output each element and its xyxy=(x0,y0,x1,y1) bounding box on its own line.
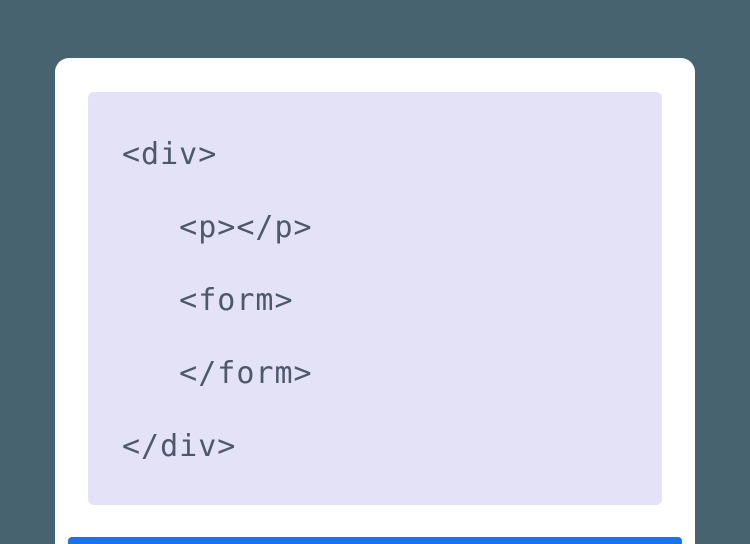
code-line: <form> xyxy=(122,283,294,318)
code-line: <div> xyxy=(122,137,218,172)
code-line: </form> xyxy=(122,356,313,391)
code-line: </div> xyxy=(122,429,237,464)
code-card: <div> <p></p> <form> </form> </div> xyxy=(55,58,695,544)
code-panel: <div> <p></p> <form> </form> </div> xyxy=(88,92,662,505)
code-block: <div> <p></p> <form> </form> </div> xyxy=(88,92,662,483)
code-line: <p></p> xyxy=(122,210,313,245)
bottom-accent-bar xyxy=(68,537,682,544)
